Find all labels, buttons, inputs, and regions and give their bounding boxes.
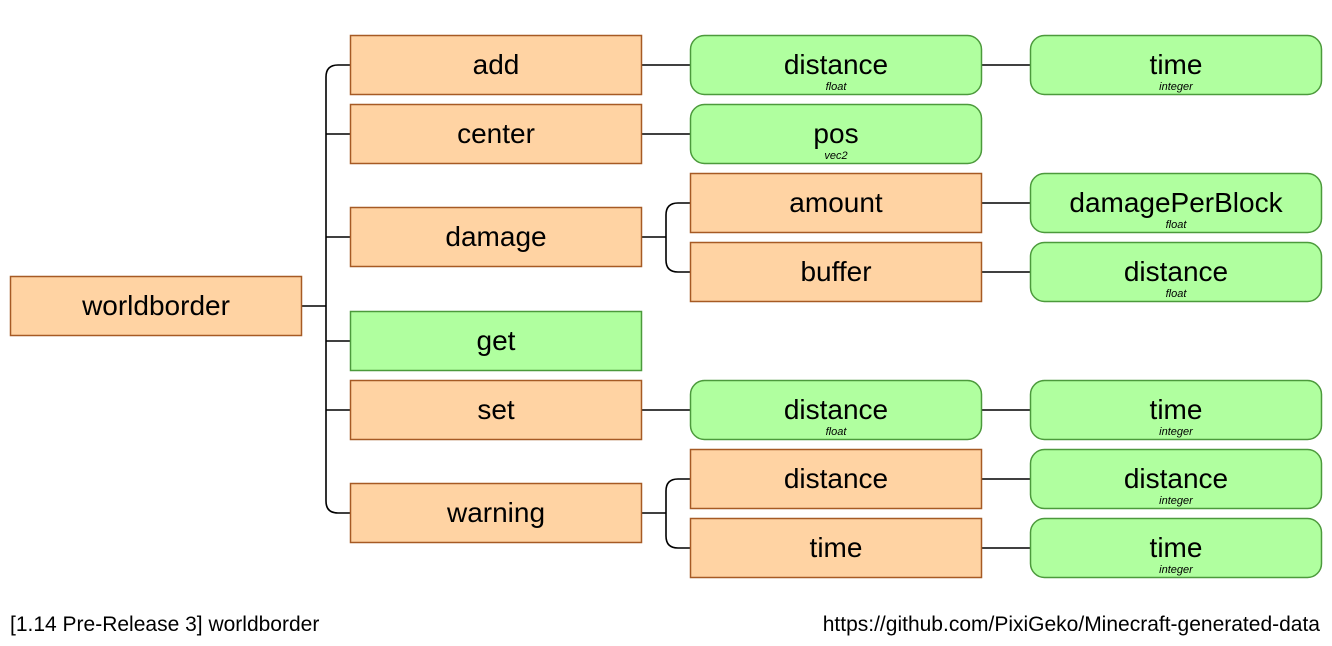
node-box <box>1029 172 1323 234</box>
node-box <box>1029 241 1323 303</box>
node-damage-buffer: buffer <box>689 241 983 303</box>
node-label: distance <box>1124 256 1228 287</box>
node-warning-time: time <box>689 517 983 579</box>
node-label: time <box>1150 394 1203 425</box>
node-label: set <box>477 394 515 425</box>
node-label: distance <box>1124 463 1228 494</box>
node-box <box>349 379 643 441</box>
node-label: damagePerBlock <box>1069 187 1283 218</box>
node-box <box>689 103 983 165</box>
node-label: center <box>457 118 535 149</box>
node-type-label: float <box>1166 219 1188 231</box>
node-box <box>689 448 983 510</box>
node-box <box>349 103 643 165</box>
node-label: damage <box>445 221 546 252</box>
node-label: warning <box>446 497 545 528</box>
edge-warning-bracket <box>665 478 690 549</box>
node-worldborder: worldborder <box>9 275 303 337</box>
node-box <box>349 310 643 372</box>
node-add: add <box>349 34 643 96</box>
node-label: distance <box>784 49 888 80</box>
node-box <box>689 241 983 303</box>
node-warning: warning <box>349 482 643 544</box>
node-box <box>689 379 983 441</box>
node-label: distance <box>784 463 888 494</box>
node-label: time <box>810 532 863 563</box>
node-set: set <box>349 379 643 441</box>
node-box <box>1029 34 1323 96</box>
node-type-label: float <box>826 426 848 438</box>
node-box <box>9 275 303 337</box>
node-box <box>1029 379 1323 441</box>
node-type-label: integer <box>1159 495 1194 507</box>
node-get: get <box>349 310 643 372</box>
node-box <box>689 172 983 234</box>
node-type-label: integer <box>1159 426 1194 438</box>
node-type-label: float <box>826 81 848 93</box>
node-label: add <box>473 49 520 80</box>
edge-worldborder-bracket <box>325 64 350 514</box>
node-box <box>689 517 983 579</box>
node-label: distance <box>784 394 888 425</box>
node-label: buffer <box>800 256 871 287</box>
node-label: worldborder <box>81 290 230 321</box>
node-type-label: vec2 <box>824 150 847 162</box>
node-box <box>1029 517 1323 579</box>
node-box <box>349 206 643 268</box>
node-type-label: float <box>1166 288 1188 300</box>
tree-edges <box>302 64 1030 549</box>
node-label: get <box>477 325 516 356</box>
node-type-label: integer <box>1159 564 1194 576</box>
node-label: amount <box>789 187 883 218</box>
node-box <box>349 34 643 96</box>
node-damage-amount: amount <box>689 172 983 234</box>
node-center: center <box>349 103 643 165</box>
node-box <box>1029 448 1323 510</box>
node-type-label: integer <box>1159 81 1194 93</box>
edge-damage-bracket <box>665 202 690 273</box>
node-box <box>689 34 983 96</box>
node-damage: damage <box>349 206 643 268</box>
node-label: pos <box>813 118 858 149</box>
node-label: time <box>1150 532 1203 563</box>
footer-source-url: https://github.com/PixiGeko/Minecraft-ge… <box>822 613 1320 636</box>
node-label: time <box>1150 49 1203 80</box>
node-warning-distance: distance <box>689 448 983 510</box>
footer-version-label: [1.14 Pre-Release 3] worldborder <box>10 613 320 636</box>
node-box <box>349 482 643 544</box>
